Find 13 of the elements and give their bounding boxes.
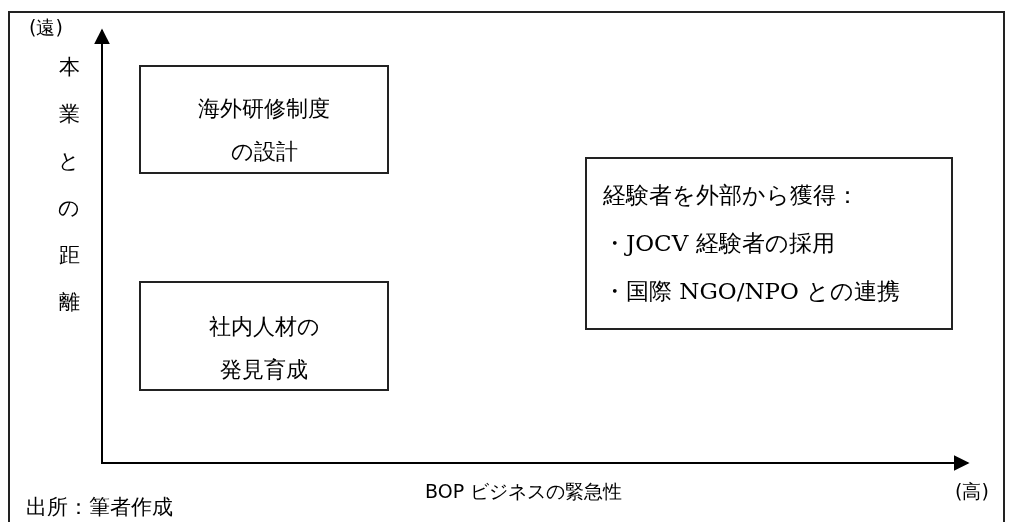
axis-title: BOP ビジネスの緊急性 bbox=[425, 479, 623, 504]
axis-title: 本業との距離 bbox=[57, 54, 81, 316]
text-box bbox=[139, 281, 389, 391]
source-note: 出所：筆者作成 bbox=[26, 494, 173, 520]
box-text: 経験者を外部から獲得： bbox=[603, 181, 860, 210]
box-text: 海外研修制度の設計 bbox=[197, 95, 331, 166]
box-text: 社内人材の発見育成 bbox=[207, 313, 321, 384]
box-text: ・国際 NGO/NPO との連携 bbox=[603, 277, 902, 306]
axis-label: (遠) bbox=[29, 15, 63, 40]
axis-label: (高) bbox=[955, 479, 989, 504]
text-box bbox=[585, 157, 953, 330]
box-text: ・JOCV 経験者の採用 bbox=[603, 229, 836, 258]
text-box bbox=[139, 65, 389, 174]
